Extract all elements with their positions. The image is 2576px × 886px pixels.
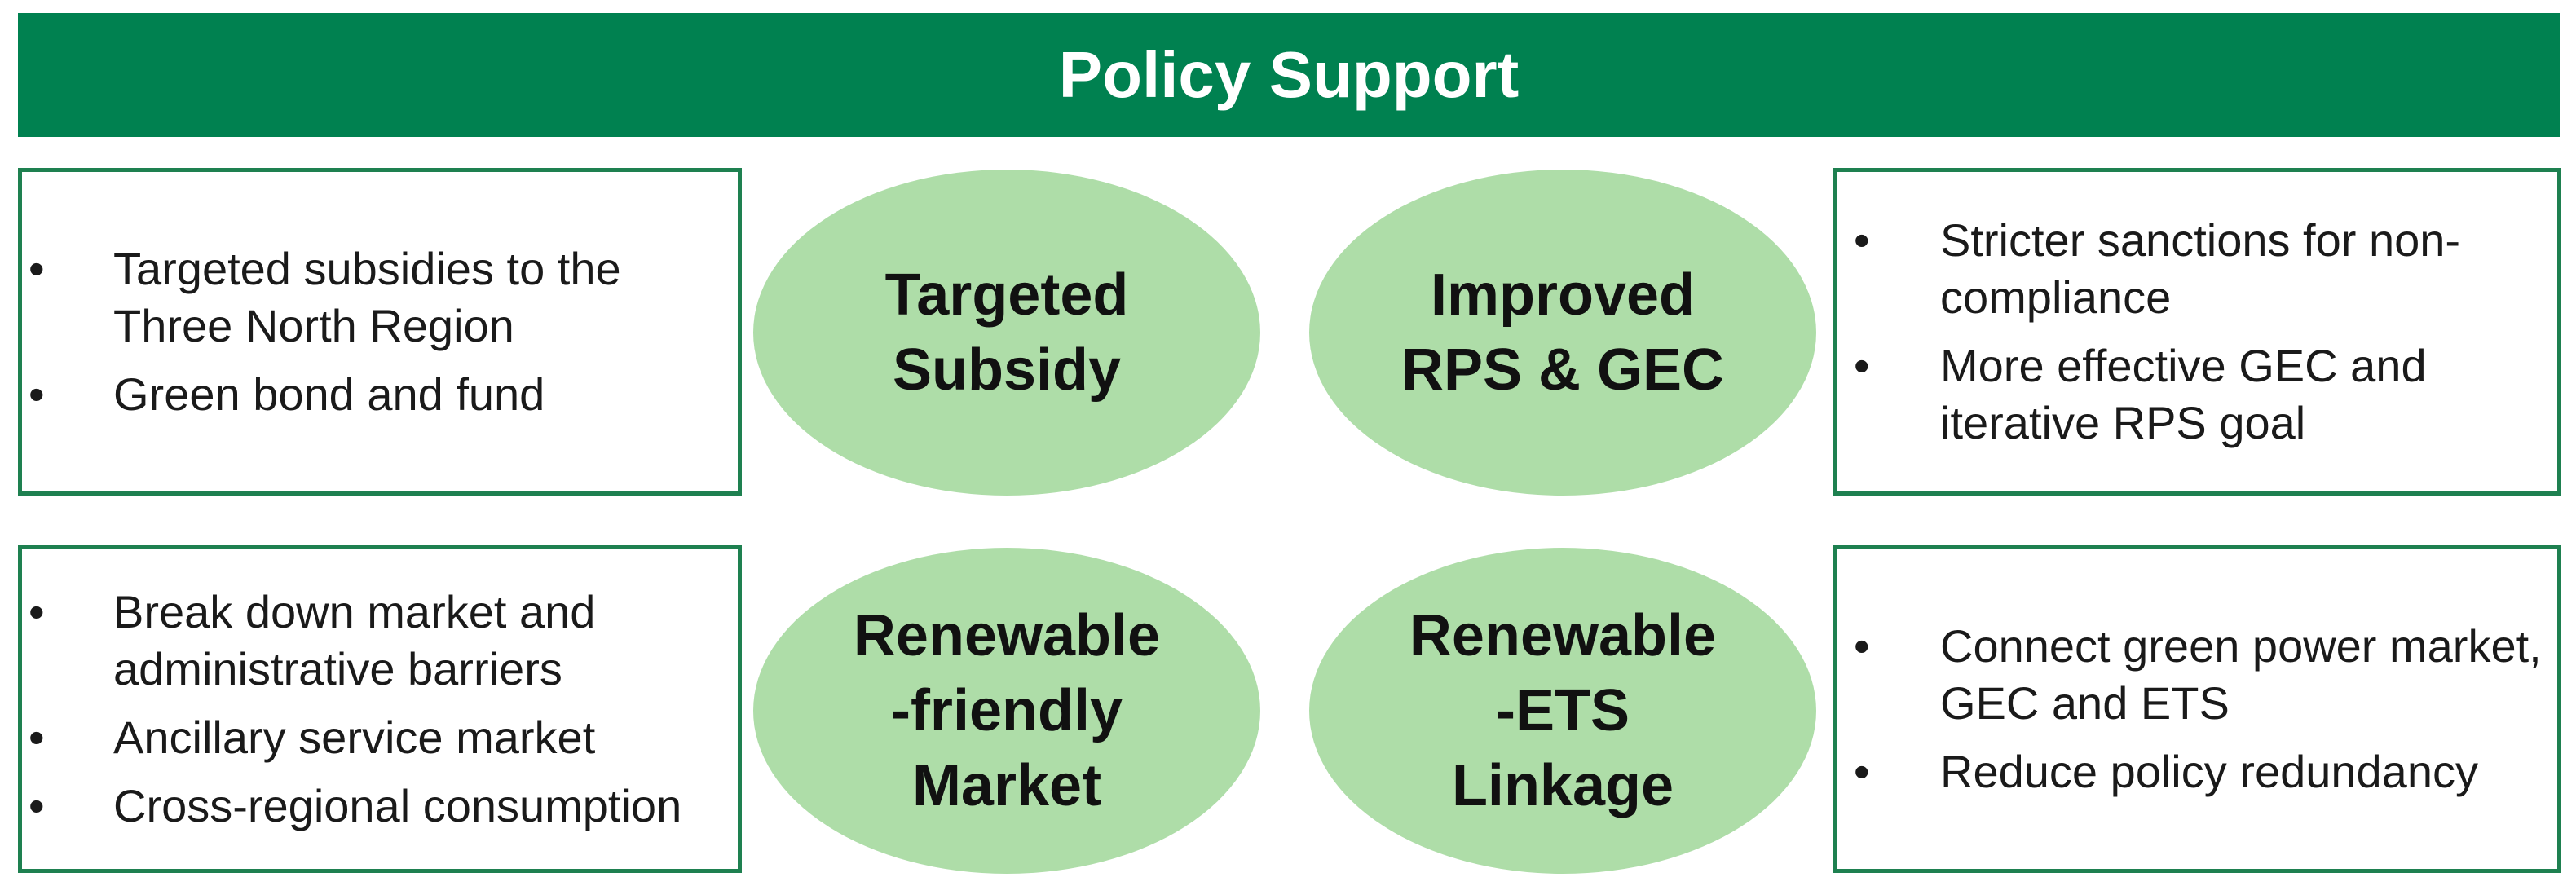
renewable-market-list: • Break down market and administrative b… [22, 584, 738, 835]
list-item: • More effective GEC and iterative RPS g… [1837, 337, 2557, 452]
bullet-icon: • [29, 368, 45, 420]
list-item-text: Reduce policy redundancy [1940, 746, 2478, 797]
bullet-icon: • [1854, 214, 1870, 266]
targeted-subsidy-ellipse: Targeted Subsidy [753, 170, 1260, 496]
list-item-text: Targeted subsidies to the Three North Re… [113, 243, 621, 351]
ellipse-label: Targeted Subsidy [884, 262, 1129, 403]
bullet-icon: • [1854, 620, 1870, 672]
list-item: • Green bond and fund [22, 366, 738, 423]
list-item: • Ancillary service market [22, 709, 738, 766]
list-item: • Stricter sanctions for non-compliance [1837, 212, 2557, 326]
improved-rps-gec-ellipse: Improved RPS & GEC [1309, 170, 1816, 496]
banner-title: Policy Support [1058, 38, 1520, 111]
list-item: • Connect green power market, GEC and ET… [1837, 618, 2557, 732]
list-item-text: Stricter sanctions for non-compliance [1940, 214, 2461, 323]
list-item: • Cross-regional consumption [22, 778, 738, 835]
list-item: • Reduce policy redundancy [1837, 743, 2557, 800]
ets-linkage-list: • Connect green power market, GEC and ET… [1837, 618, 2557, 800]
targeted-subsidy-list: • Targeted subsidies to the Three North … [22, 240, 738, 423]
bullet-icon: • [1854, 340, 1870, 391]
bullet-icon: • [29, 780, 45, 831]
list-item-text: Break down market and administrative bar… [113, 586, 596, 694]
targeted-subsidy-details-box: • Targeted subsidies to the Three North … [18, 168, 742, 496]
ellipse-label: Improved RPS & GEC [1400, 262, 1725, 403]
list-item: • Targeted subsidies to the Three North … [22, 240, 738, 355]
list-item-text: Ancillary service market [113, 712, 596, 763]
ellipse-label: Renewable -friendly Market [853, 603, 1161, 818]
list-item-text: Green bond and fund [113, 368, 545, 420]
rps-gec-list: • Stricter sanctions for non-compliance … [1837, 212, 2557, 452]
bullet-icon: • [29, 712, 45, 763]
bullet-icon: • [29, 586, 45, 637]
rps-gec-details-box: • Stricter sanctions for non-compliance … [1833, 168, 2561, 496]
bullet-icon: • [1854, 746, 1870, 797]
list-item-text: More effective GEC and iterative RPS goa… [1940, 340, 2427, 448]
bullet-icon: • [29, 243, 45, 294]
list-item-text: Cross-regional consumption [113, 780, 682, 831]
ellipse-label: Renewable -ETS Linkage [1409, 603, 1717, 818]
list-item: • Break down market and administrative b… [22, 584, 738, 698]
list-item-text: Connect green power market, GEC and ETS [1940, 620, 2542, 729]
ets-linkage-details-box: • Connect green power market, GEC and ET… [1833, 545, 2561, 873]
renewable-ets-linkage-ellipse: Renewable -ETS Linkage [1309, 548, 1816, 874]
renewable-friendly-market-ellipse: Renewable -friendly Market [753, 548, 1260, 874]
policy-support-banner: Policy Support [18, 13, 2560, 137]
renewable-market-details-box: • Break down market and administrative b… [18, 545, 742, 873]
